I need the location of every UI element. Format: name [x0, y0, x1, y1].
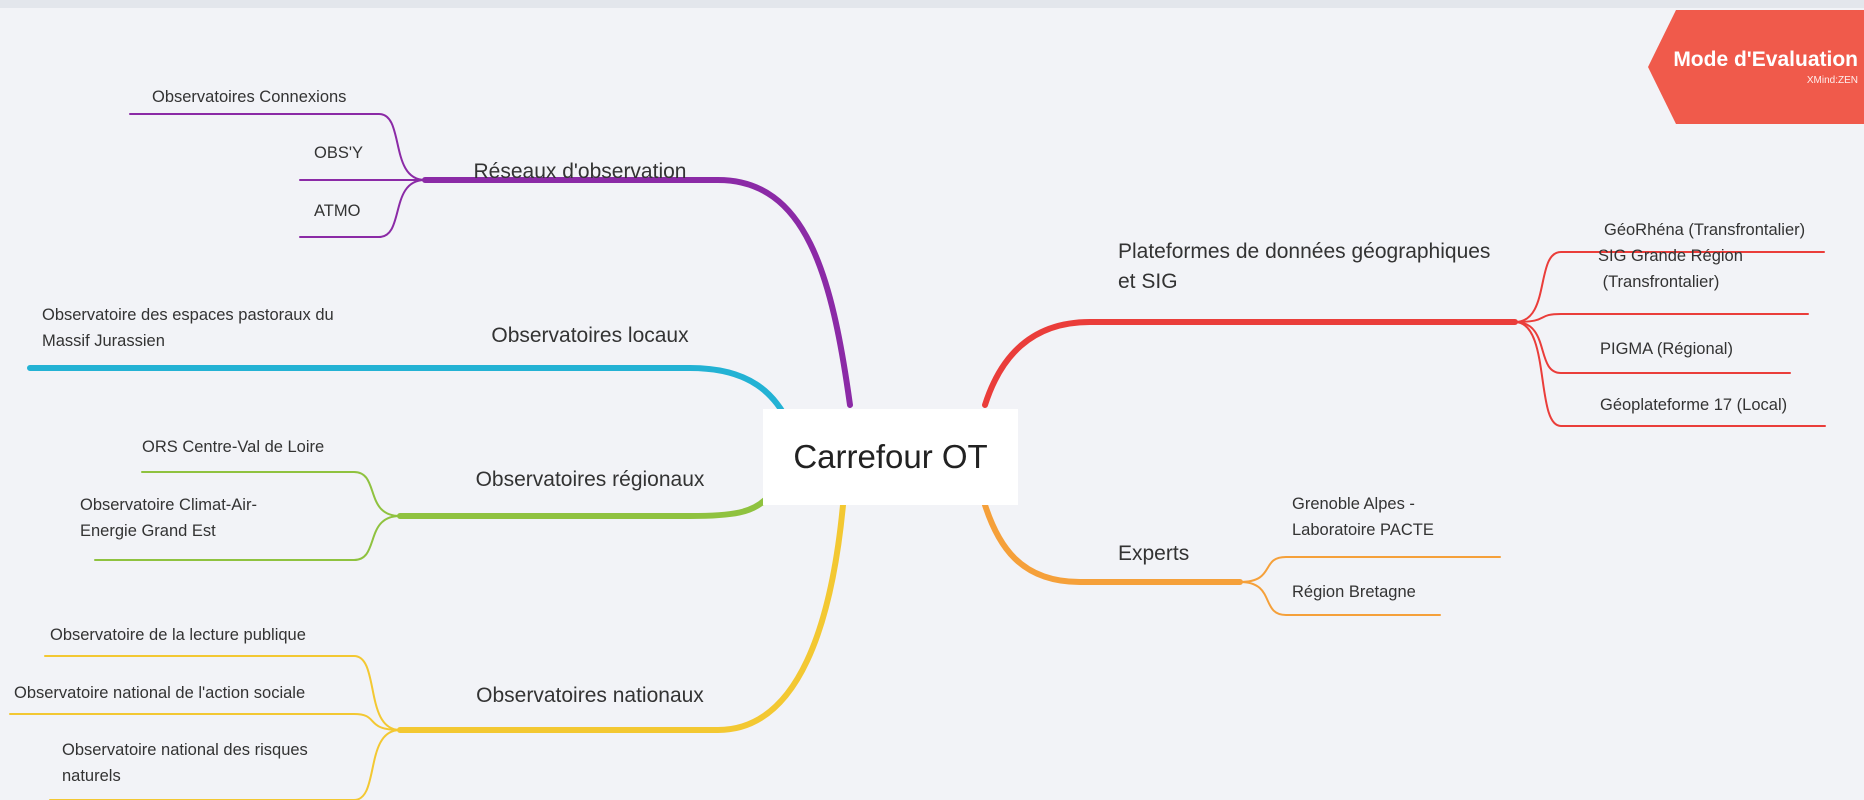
topic-locaux[interactable]: Observatoires locaux [491, 324, 689, 347]
subtopic-connector-nationaux-0 [44, 655, 401, 731]
subtopic-experts-0-line: Laboratoire PACTE [1292, 521, 1434, 539]
subtopic-nationaux-1-line: Observatoire national de l'action social… [14, 684, 305, 702]
subtopic-locaux-0-line: Massif Jurassien [42, 332, 165, 350]
subtopic-connector-regionaux-0 [141, 471, 401, 517]
subtopic-connector-plateformes-1 [1514, 313, 1809, 323]
branch-connector-locaux [27, 365, 793, 428]
subtopic-connector-reseaux-2 [299, 179, 426, 238]
branch-connector-nationaux [397, 502, 846, 733]
subtopic-reseaux-1[interactable]: OBS'Y [314, 144, 363, 162]
subtopic-experts-1[interactable]: Région Bretagne [1292, 583, 1416, 601]
subtopic-connector-regionaux-1 [94, 515, 401, 561]
subtopic-nationaux-1[interactable]: Observatoire national de l'action social… [14, 684, 305, 702]
topic-experts[interactable]: Experts [1118, 542, 1189, 565]
subtopic-nationaux-0-line: Observatoire de la lecture publique [50, 626, 306, 644]
subtopic-connector-experts-0 [1239, 556, 1501, 583]
evaluation-mode-title: Mode d'Evaluation [1673, 48, 1858, 71]
branch-connector-experts [982, 502, 1243, 585]
subtopic-reseaux-0-line: Observatoires Connexions [152, 88, 346, 106]
subtopic-plateformes-3-line: Géoplateforme 17 (Local) [1600, 396, 1787, 414]
subtopic-experts-0-line: Grenoble Alpes - [1292, 495, 1415, 513]
subtopic-connector-nationaux-2 [49, 729, 401, 800]
branch-connector-plateformes [982, 319, 1518, 408]
topic-plateformes[interactable]: Plateformes de données géographiques et S… [1118, 240, 1490, 293]
subtopic-plateformes-1-line: (Transfrontalier) [1598, 273, 1719, 291]
xmind-zen-logo: XMind:ZEN [1806, 75, 1858, 86]
central-topic[interactable]: Carrefour OT [763, 409, 1018, 505]
subtopic-plateformes-1[interactable]: SIG Grande Région (Transfrontalier) [1598, 247, 1743, 291]
topic-locaux-line: Observatoires locaux [491, 324, 689, 347]
subtopic-regionaux-1-line: Observatoire Climat-Air- [80, 496, 257, 514]
topic-plateformes-line: Plateformes de données géographiques [1118, 240, 1490, 263]
topic-regionaux-line: Observatoires régionaux [476, 468, 705, 491]
subtopic-plateformes-0-line: GéoRhéna (Transfrontalier) [1604, 221, 1805, 239]
subtopic-plateformes-0[interactable]: GéoRhéna (Transfrontalier) [1604, 221, 1805, 239]
topic-nationaux-line: Observatoires nationaux [476, 684, 704, 707]
subtopic-reseaux-2[interactable]: ATMO [314, 202, 361, 220]
subtopic-nationaux-0[interactable]: Observatoire de la lecture publique [50, 626, 306, 644]
subtopic-nationaux-2-line: Observatoire national des risques [62, 741, 308, 759]
branch-connector-regionaux [397, 497, 768, 519]
subtopic-experts-1-line: Région Bretagne [1292, 583, 1416, 601]
subtopic-connector-plateformes-3 [1514, 321, 1826, 427]
subtopic-regionaux-0-line: ORS Centre-Val de Loire [142, 438, 324, 456]
topic-reseaux-line: Réseaux d'observation [474, 160, 687, 183]
subtopic-reseaux-2-line: ATMO [314, 202, 361, 220]
topic-regionaux[interactable]: Observatoires régionaux [476, 468, 705, 491]
topic-plateformes-line: et SIG [1118, 270, 1178, 293]
subtopic-regionaux-1-line: Energie Grand Est [80, 522, 216, 540]
topic-reseaux[interactable]: Réseaux d'observation [474, 160, 687, 183]
subtopic-plateformes-3[interactable]: Géoplateforme 17 (Local) [1600, 396, 1787, 414]
subtopic-nationaux-2-line: naturels [62, 767, 121, 785]
subtopic-reseaux-0[interactable]: Observatoires Connexions [152, 88, 346, 106]
subtopic-plateformes-1-line: SIG Grande Région [1598, 247, 1743, 265]
topic-labels: Réseaux d'observation Observatoires Conne… [14, 88, 1805, 785]
evaluation-mode-banner[interactable]: Mode d'Evaluation XMind:ZEN [1648, 10, 1864, 124]
subtopic-experts-0[interactable]: Grenoble Alpes - Laboratoire PACTE [1292, 495, 1434, 539]
topic-nationaux[interactable]: Observatoires nationaux [476, 684, 704, 707]
topic-experts-line: Experts [1118, 542, 1189, 565]
subtopic-regionaux-0[interactable]: ORS Centre-Val de Loire [142, 438, 324, 456]
subtopic-connector-plateformes-2 [1514, 321, 1791, 374]
top-bar [0, 0, 1864, 8]
subtopic-connector-plateformes-0 [1514, 251, 1825, 323]
subtopic-nationaux-2[interactable]: Observatoire national des risques naturel… [62, 741, 308, 785]
subtopic-locaux-0[interactable]: Observatoire des espaces pastoraux du Mas… [42, 306, 334, 350]
subtopic-locaux-0-line: Observatoire des espaces pastoraux du [42, 306, 334, 324]
subtopic-plateformes-2-line: PIGMA (Régional) [1600, 340, 1733, 358]
branch-connector-reseaux [422, 177, 853, 408]
subtopic-plateformes-2[interactable]: PIGMA (Régional) [1600, 340, 1733, 358]
subtopic-connector-experts-1 [1239, 581, 1441, 616]
subtopic-reseaux-1-line: OBS'Y [314, 144, 363, 162]
subtopic-regionaux-1[interactable]: Observatoire Climat-Air- Energie Grand Es… [80, 496, 257, 540]
subtopic-connector-nationaux-1 [9, 713, 401, 731]
subtopic-connector-reseaux-0 [129, 113, 426, 181]
